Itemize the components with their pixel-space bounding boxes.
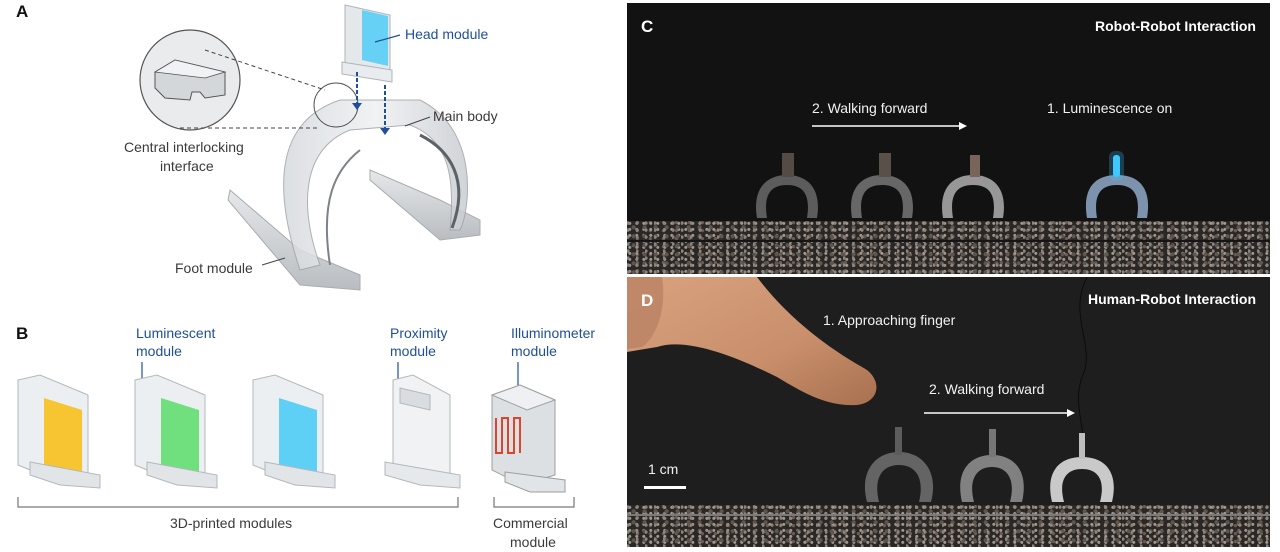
robot-d-3 — [1050, 433, 1114, 502]
head-module-render — [341, 4, 393, 83]
panel-a: A — [0, 0, 620, 300]
robot-c-2 — [851, 153, 913, 218]
robot-c-3 — [942, 155, 1004, 218]
robot-c-1 — [756, 153, 818, 218]
label-illuminometer-2: module — [511, 343, 557, 359]
scale-bar-label: 1 cm — [648, 461, 679, 477]
panel-c-letter: C — [641, 17, 654, 36]
panel-d-photo: D Human-Robot Interaction 1. Approaching… — [627, 277, 1270, 547]
label-proximity-2: module — [390, 343, 436, 359]
robot-d-2 — [960, 429, 1024, 502]
label-central-interface-2: interface — [160, 158, 214, 174]
label-proximity-1: Proximity — [390, 325, 448, 341]
label-commercial-1: Commercial — [493, 515, 568, 531]
label-luminescent-2: module — [136, 343, 182, 359]
label-central-interface-1: Central interlocking — [124, 139, 244, 155]
robot-c-4-glowing — [1085, 151, 1149, 218]
panel-a-illustration — [139, 4, 481, 291]
finger — [627, 277, 877, 406]
panel-d-title: Human-Robot Interaction — [1088, 291, 1256, 307]
module-yellow — [17, 374, 101, 489]
label-main-body: Main body — [433, 108, 498, 124]
panel-d-gravel-bottom — [627, 516, 1270, 547]
label-walking-forward-d: 2. Walking forward — [929, 381, 1045, 397]
panel-d-gravel-top — [627, 505, 1270, 514]
panel-c-photo: C Robot-Robot Interaction 2. Walking for… — [627, 3, 1270, 274]
module-illuminometer — [490, 384, 566, 493]
panel-b-letter: B — [16, 324, 29, 343]
panel-c-scene — [756, 122, 1149, 218]
panel-a-letter: A — [16, 2, 29, 21]
panel-c-gravel-edge — [627, 240, 1270, 242]
panel-c-title: Robot-Robot Interaction — [1095, 18, 1256, 34]
label-commercial-2: module — [510, 534, 556, 550]
module-proximity — [384, 374, 461, 489]
panel-d-letter: D — [641, 291, 654, 310]
label-approaching-finger: 1. Approaching finger — [823, 312, 956, 328]
panel-d-scene — [627, 277, 1114, 502]
panel-b-modules — [17, 362, 575, 508]
label-3d-printed-modules: 3D-printed modules — [170, 515, 293, 531]
label-illuminometer-1: Illuminometer — [511, 325, 596, 341]
module-green — [134, 374, 218, 489]
robot-d-1 — [864, 427, 934, 502]
panel-b: B Luminescent module Proximity module Il… — [0, 300, 620, 552]
panel-c-gravel — [627, 221, 1270, 274]
panel-d-gravel-edge — [627, 514, 1270, 516]
label-foot-module: Foot module — [175, 260, 253, 276]
label-walking-forward-c: 2. Walking forward — [812, 100, 928, 116]
label-luminescent-1: Luminescent — [136, 325, 216, 341]
label-head-module: Head module — [405, 26, 489, 42]
label-luminescence-on: 1. Luminescence on — [1047, 100, 1173, 116]
module-blue — [252, 374, 336, 489]
